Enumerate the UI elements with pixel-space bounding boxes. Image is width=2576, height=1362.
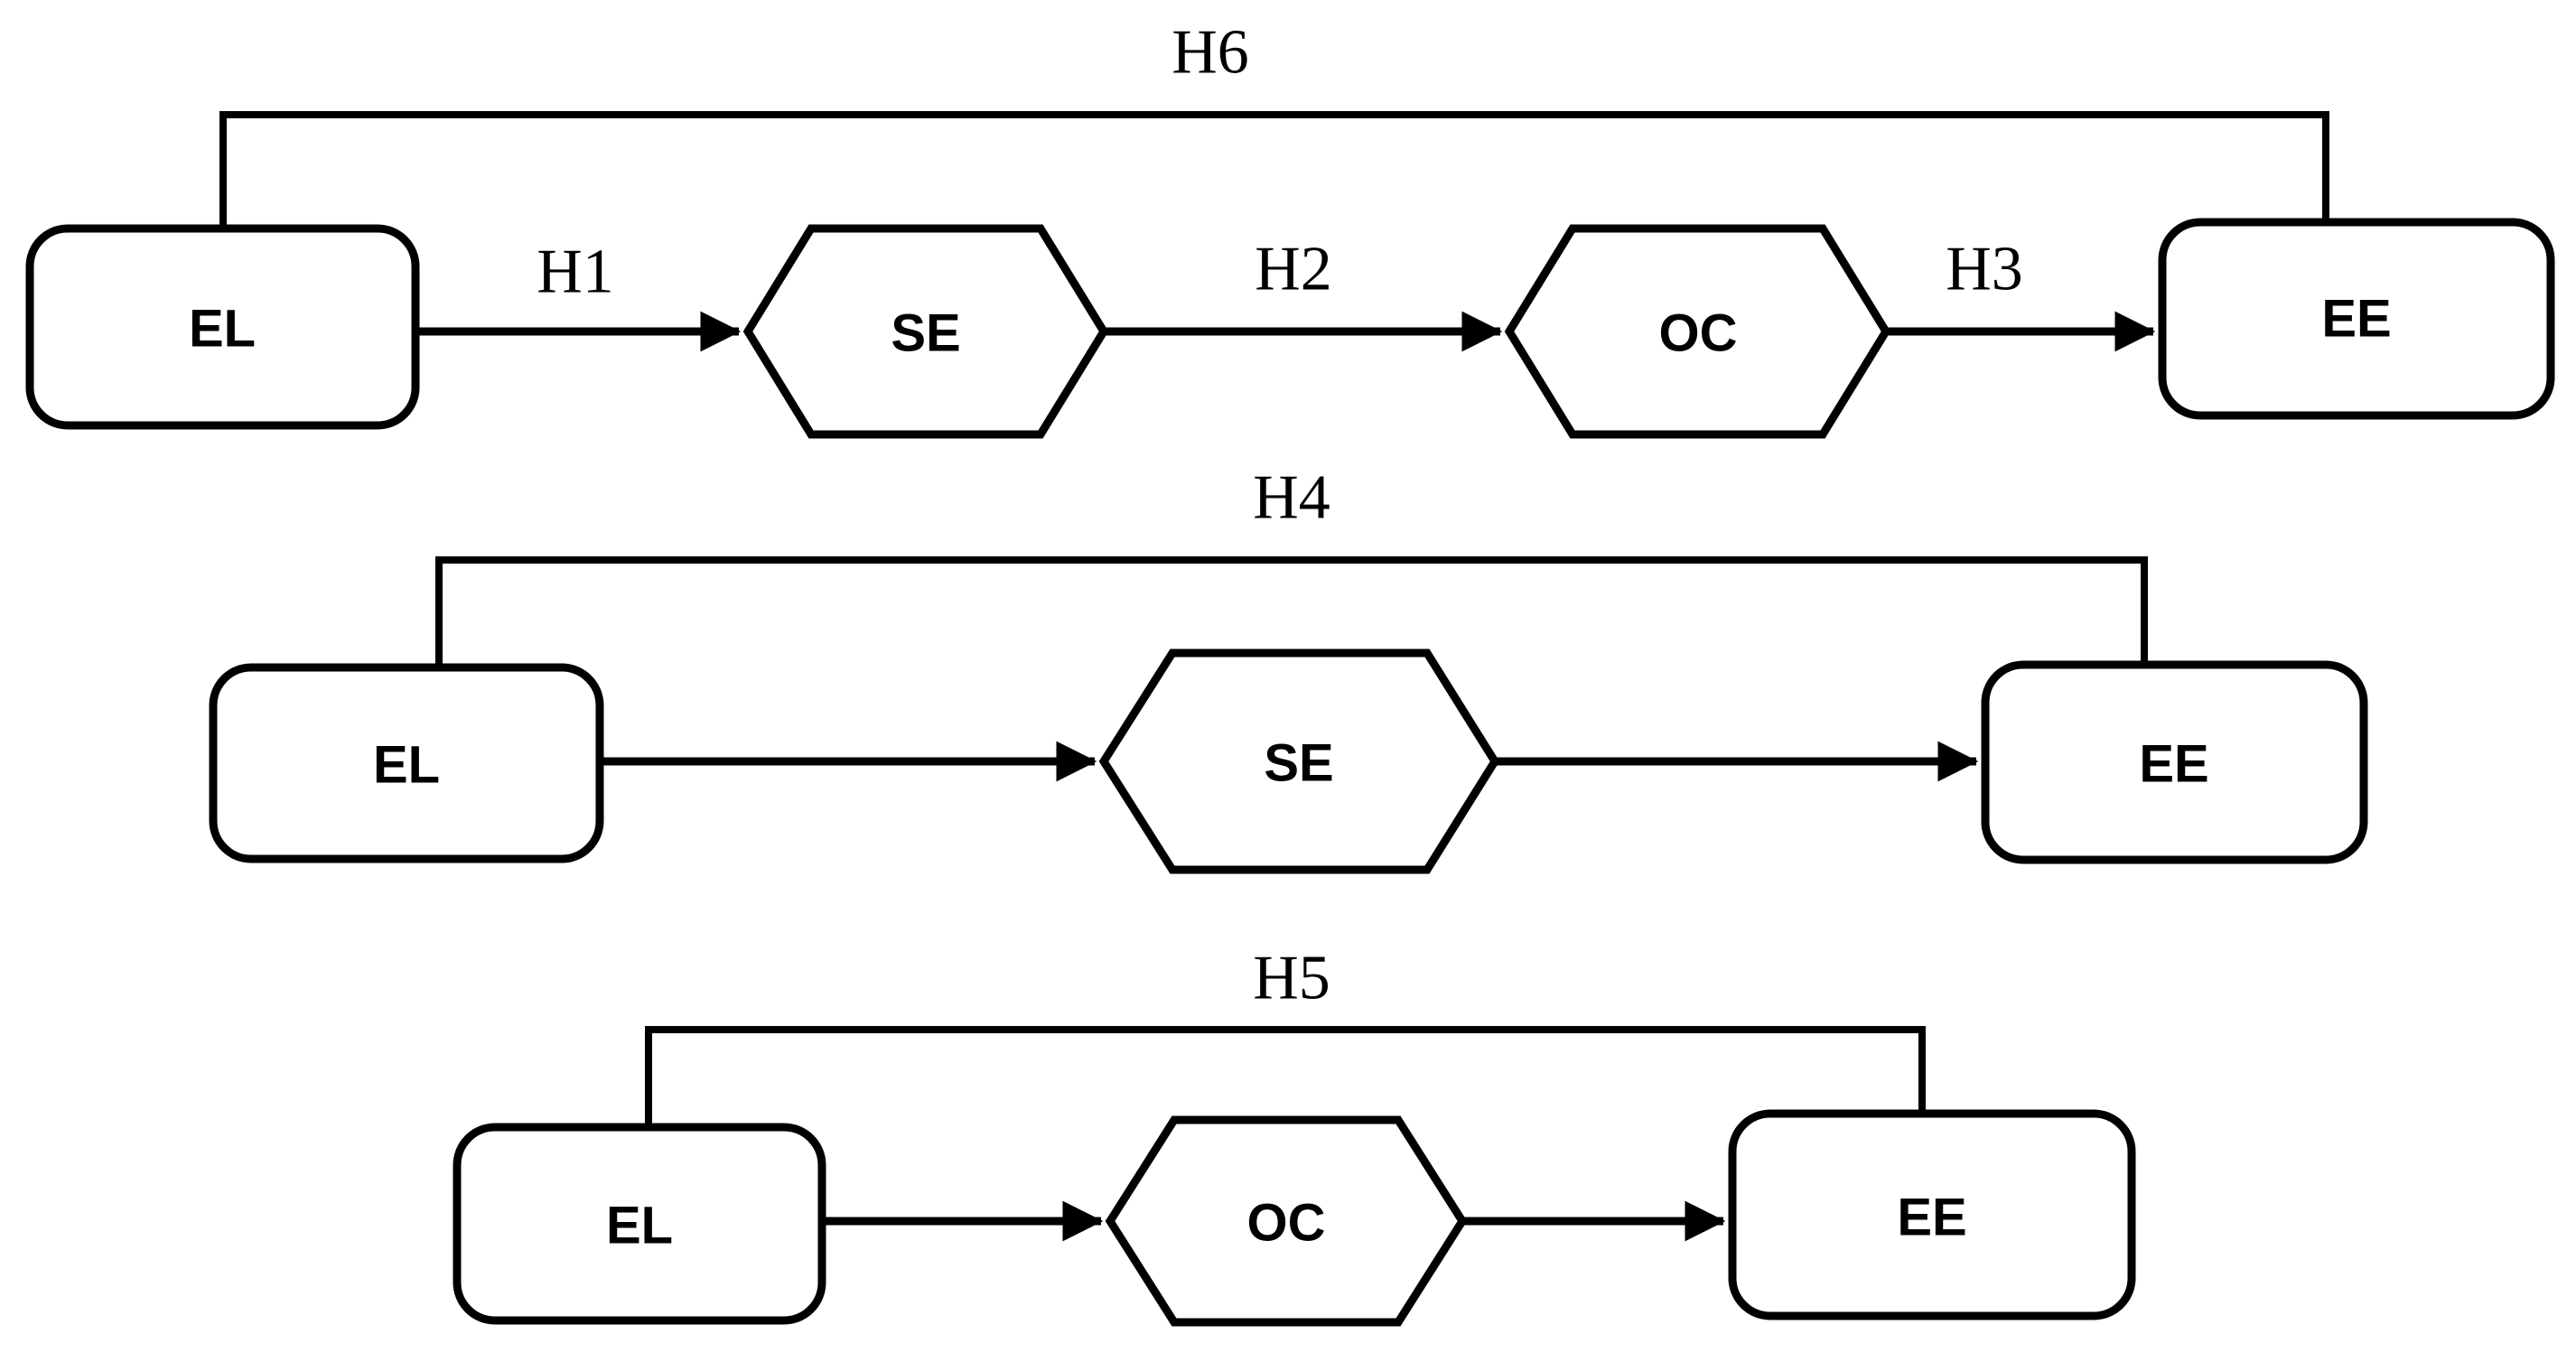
node-label-el-row2: EL: [373, 736, 440, 795]
node-ee-row2: [1981, 660, 2368, 864]
node-label-el-row3: EL: [606, 1197, 673, 1255]
bracket-line-h5: [645, 1026, 1926, 1130]
diagram-row-2: H4 EL SE EE: [209, 463, 2368, 874]
node-ee-row1: [2158, 218, 2555, 420]
node-ee-row3: [1728, 1109, 2136, 1320]
node-label-oc-row1: OC: [1659, 304, 1738, 363]
node-label-el-row1: EL: [189, 300, 256, 359]
node-label-ee-row2: EE: [2139, 735, 2208, 794]
hypothesis-label-h4: H4: [1253, 463, 1330, 533]
node-label-ee-row3: EE: [1897, 1189, 1966, 1247]
diagram-row-1: H6 EL H1 SE H2 OC H3 EE: [25, 18, 2555, 439]
node-el-row1: [25, 224, 420, 430]
bracket-line-h4: [435, 556, 2148, 670]
diagram-row-3: H5 EL OC EE: [453, 944, 2136, 1327]
node-label-se-row1: SE: [891, 304, 960, 363]
node-label-se-row2: SE: [1264, 734, 1333, 793]
node-label-oc-row3: OC: [1247, 1194, 1326, 1253]
node-label-ee-row1: EE: [2321, 290, 2391, 349]
hypothesis-label-h6: H6: [1171, 18, 1249, 88]
hypothesis-label-h5: H5: [1253, 944, 1330, 1013]
edge-label-h1: H1: [537, 238, 614, 307]
edge-label-h3: H3: [1946, 235, 2023, 304]
edge-label-h2: H2: [1255, 235, 1332, 304]
bracket-line-h6: [219, 111, 2329, 231]
